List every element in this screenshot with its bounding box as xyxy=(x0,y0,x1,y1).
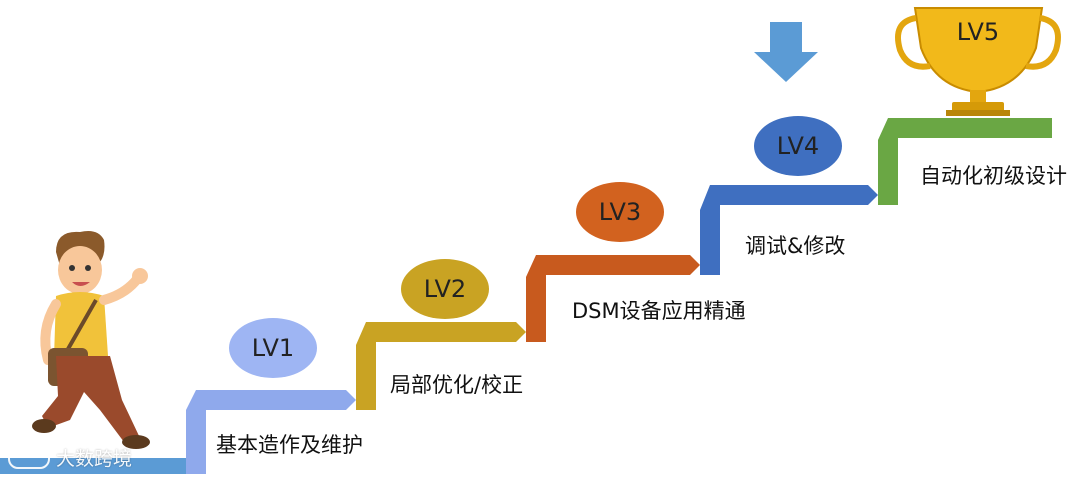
step-1-description: 基本造作及维护 xyxy=(216,433,363,457)
badge-lv1-label: LV1 xyxy=(251,334,295,362)
stair-step-2 xyxy=(356,322,526,410)
walking-man-icon xyxy=(32,231,150,449)
badge-lv2-label: LV2 xyxy=(423,275,467,303)
trophy-icon xyxy=(895,7,1061,116)
badge-lv1 xyxy=(229,318,317,378)
badge-lv3-label: LV3 xyxy=(598,198,642,226)
step-4-description: 调试&修改 xyxy=(745,234,846,258)
badge-lv4-label: LV4 xyxy=(776,132,820,160)
badge-lv4 xyxy=(754,116,842,176)
badge-lv5-label: LV5 xyxy=(956,18,1000,46)
watermark: 大数跨境 xyxy=(8,444,132,471)
step-3-description: DSM设备应用精通 xyxy=(572,299,746,323)
watermark-text: 大数跨境 xyxy=(56,448,133,470)
badge-lv2 xyxy=(401,259,489,319)
down-arrow-icon xyxy=(754,22,818,82)
stair-step-4 xyxy=(700,185,878,275)
step-5-description: 自动化初级设计 xyxy=(920,164,1067,188)
stair-step-1 xyxy=(186,390,356,474)
step-2-description: 局部优化/校正 xyxy=(390,373,524,397)
logo-icon xyxy=(8,446,50,469)
badge-lv3 xyxy=(576,182,664,242)
stair-step-3 xyxy=(526,255,700,342)
stair-step-5 xyxy=(878,118,1052,205)
